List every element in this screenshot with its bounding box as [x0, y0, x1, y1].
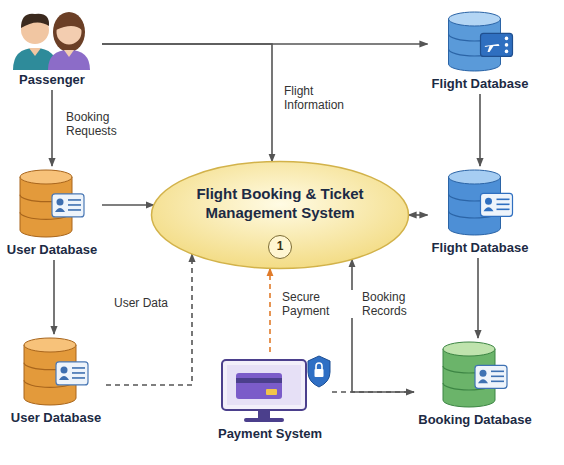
payment-icon — [208, 354, 332, 424]
process-title: Flight Booking & Ticket Management Syste… — [180, 184, 380, 222]
flow-arrow — [409, 214, 428, 216]
database-icon — [428, 10, 533, 74]
flow-arrow — [102, 44, 272, 162]
flow-arrow — [51, 90, 53, 166]
edge-label: Booking Requests — [64, 110, 140, 138]
callout-number: 1 — [277, 239, 284, 253]
database-icon — [414, 340, 536, 410]
flow-arrow — [352, 259, 414, 392]
database-icon — [428, 168, 533, 238]
edge-label: Flight Information — [282, 84, 358, 112]
node-label: Booking Database — [418, 412, 531, 428]
database-node: Flight Database — [428, 166, 533, 258]
node-label: Flight Database — [432, 76, 529, 92]
database-icon — [2, 168, 102, 240]
edge-label: Booking Records — [360, 290, 436, 318]
node-label: Payment System — [218, 426, 322, 442]
process-ellipse: Flight Booking & Ticket Management Syste… — [150, 160, 410, 270]
node-label: Passenger — [19, 72, 85, 88]
database-icon — [6, 336, 106, 408]
database-node: Booking Database — [414, 338, 536, 430]
node-label: Flight Database — [432, 240, 529, 256]
flow-arrow — [479, 94, 481, 166]
process-number: 1 — [268, 235, 292, 259]
database-node: User Database — [6, 334, 106, 428]
flow-arrow — [102, 204, 154, 206]
database-node: User Database — [2, 166, 102, 260]
actor-node: Passenger — [2, 4, 102, 90]
flow-arrow — [53, 260, 55, 334]
edge-label: Secure Payment — [280, 290, 356, 318]
flow-arrow — [477, 258, 479, 338]
system-node: Payment System — [208, 352, 332, 444]
node-label: User Database — [7, 242, 97, 258]
flow-arrow — [106, 254, 192, 385]
passenger-icon — [2, 6, 102, 70]
node-label: User Database — [11, 410, 101, 426]
edge-label: User Data — [112, 296, 170, 310]
ellipse-shape — [152, 162, 409, 269]
flow-arrow — [269, 268, 271, 352]
database-node: Flight Database — [428, 8, 533, 94]
